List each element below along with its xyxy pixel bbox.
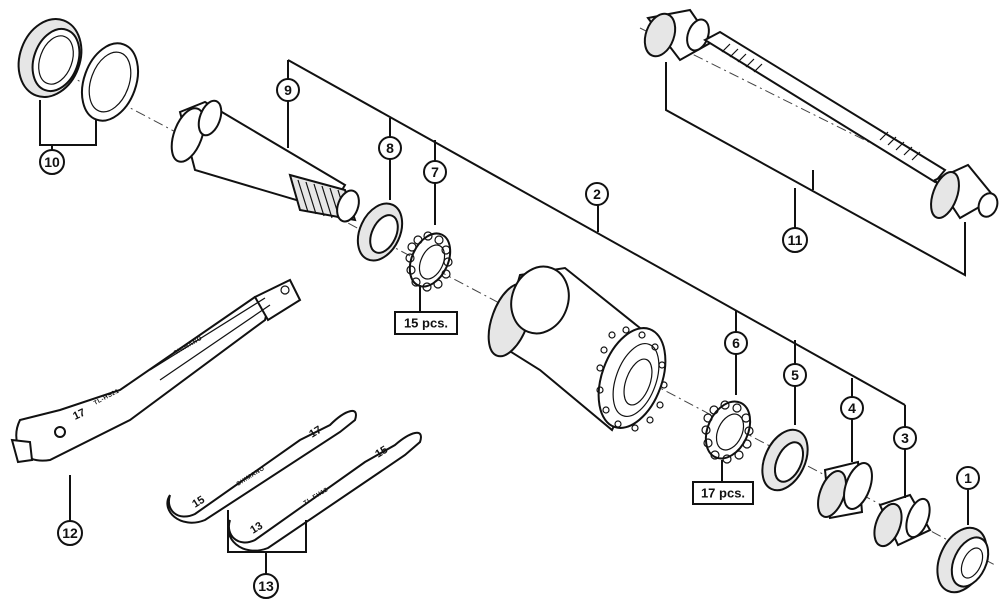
lock-ring-part-10 <box>17 18 140 122</box>
callout-label: 11 <box>788 232 803 248</box>
callout-label: 2 <box>593 186 601 202</box>
callout-label: 1 <box>964 470 972 486</box>
cone-wrench-b-size-a: 13 <box>248 520 265 537</box>
callout-10: 10 <box>39 149 65 175</box>
callout-5: 5 <box>783 363 807 387</box>
washer-part-5 <box>761 428 809 492</box>
callout-label: 7 <box>431 164 439 180</box>
quantity-label: 17 pcs. <box>701 486 745 501</box>
callout-label: 12 <box>62 525 78 541</box>
callout-2: 2 <box>585 182 609 206</box>
callout-13: 13 <box>253 573 279 599</box>
callout-3: 3 <box>893 426 917 450</box>
wrench-size-label: 17 <box>71 407 87 423</box>
callout-label: 6 <box>732 335 740 351</box>
callout-label: 4 <box>848 400 856 416</box>
callout-label: 8 <box>386 140 394 156</box>
end-cap-part-1 <box>936 526 990 594</box>
washer-part-8 <box>356 202 404 262</box>
bearing-retainer-part-7 <box>405 231 453 292</box>
axle-axis-line <box>639 27 996 206</box>
callout-8: 8 <box>378 136 402 160</box>
hub-shell-part-2 <box>487 265 668 432</box>
callout-12: 12 <box>57 520 83 546</box>
dust-cap-part-4 <box>817 460 873 520</box>
freehub-body-part-9 <box>170 99 360 223</box>
bearing-retainer-part-6 <box>701 400 754 464</box>
callout-6: 6 <box>724 331 748 355</box>
hub-wrench-part-12: 17 SHIMANO TL-HS21 <box>10 278 302 464</box>
callout-label: 13 <box>258 578 274 594</box>
quantity-box-17: 17 pcs. <box>692 481 754 505</box>
cone-wrench-a-size-b: 17 <box>307 424 324 441</box>
callout-label: 10 <box>44 154 60 170</box>
cone-wrenches-part-13: 15 17 13 15 SHIMANO TL-FH12 <box>166 410 422 552</box>
cone-wrench-b-size-b: 15 <box>373 444 390 461</box>
callout-11: 11 <box>782 227 808 253</box>
callout-1: 1 <box>956 466 980 490</box>
callout-label: 9 <box>284 82 292 98</box>
callout-7: 7 <box>423 160 447 184</box>
thru-axle-part-11 <box>643 8 999 220</box>
callout-label: 3 <box>901 430 909 446</box>
callout-4: 4 <box>840 396 864 420</box>
callout-label: 5 <box>791 367 799 383</box>
callout-9: 9 <box>276 78 300 102</box>
quantity-box-15: 15 pcs. <box>394 311 458 335</box>
quantity-label: 15 pcs. <box>404 316 448 331</box>
cone-wrench-a-size-a: 15 <box>190 494 207 511</box>
cone-nut-part-3 <box>873 493 932 548</box>
